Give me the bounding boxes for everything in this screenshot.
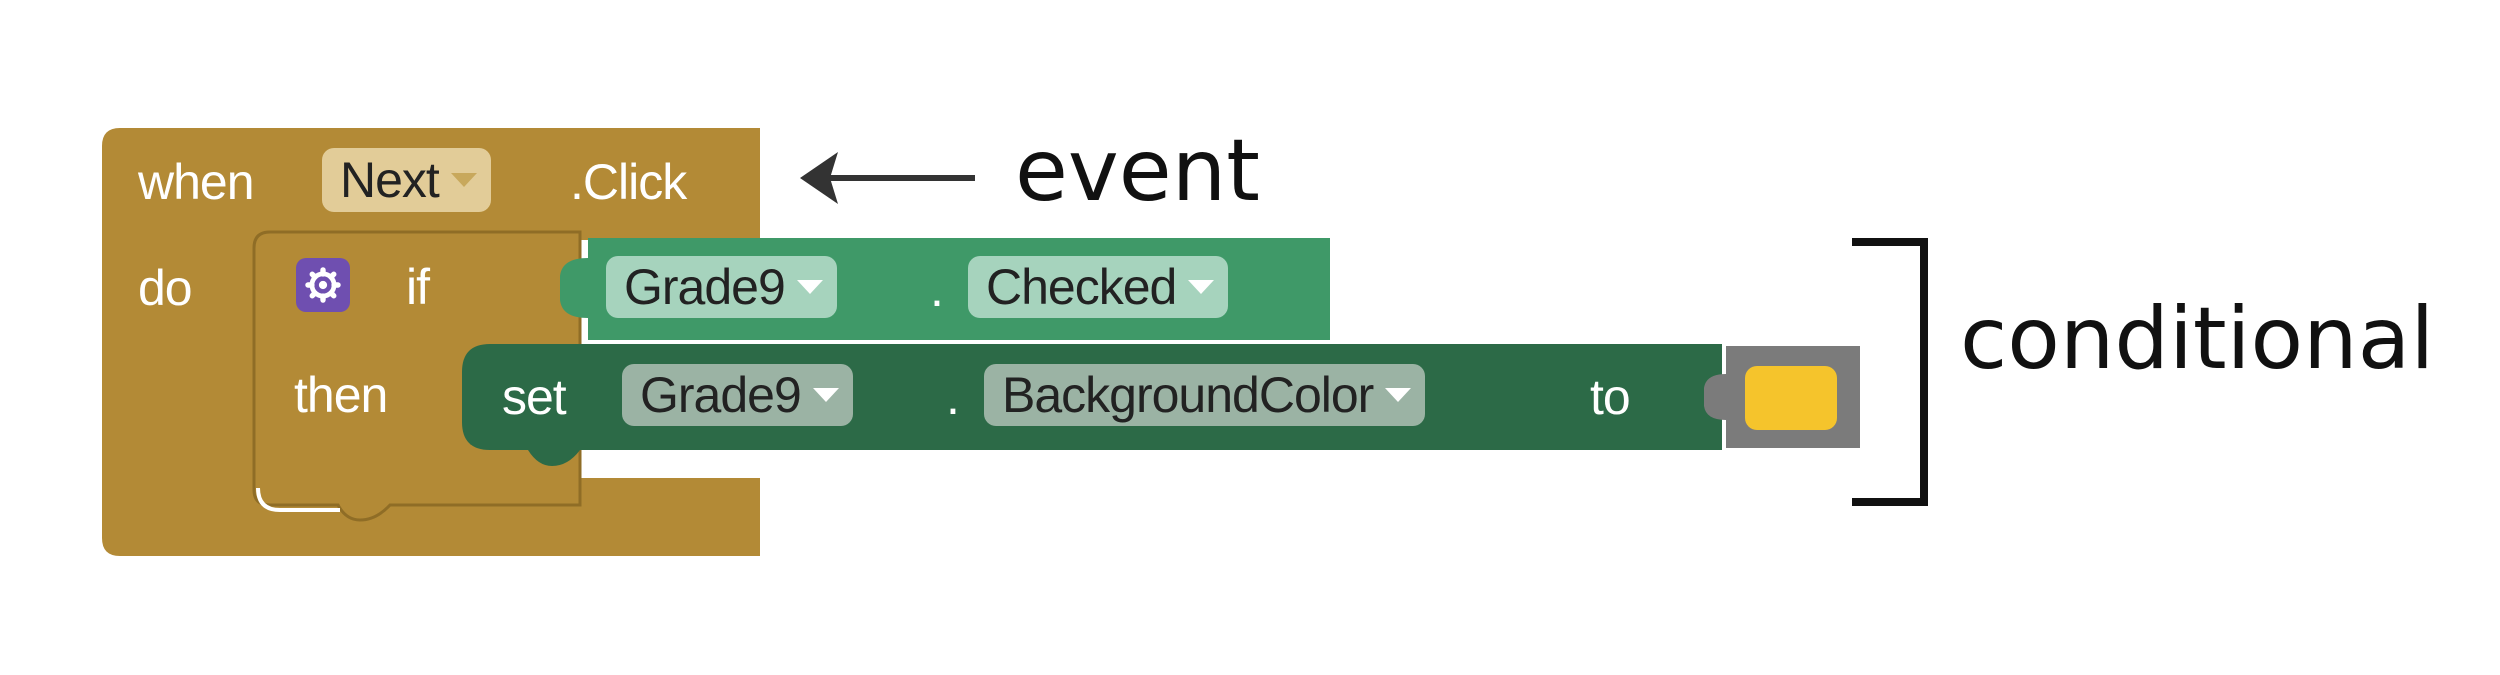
getter-dot: . <box>930 261 944 317</box>
chevron-down-icon <box>812 388 839 402</box>
setter-component-label: Grade9 <box>640 367 802 423</box>
gear-icon-glyph <box>305 267 341 303</box>
chevron-down-icon <box>1385 388 1412 402</box>
component-dropdown-next[interactable]: Next <box>322 148 491 212</box>
to-label: to <box>1590 369 1631 425</box>
getter-property-dropdown[interactable]: Checked <box>968 256 1229 318</box>
setter-property-label: BackgroundColor <box>1002 367 1374 423</box>
setter-property-dropdown[interactable]: BackgroundColor <box>984 364 1426 426</box>
component-dropdown-label: Next <box>340 152 440 208</box>
gear-icon[interactable] <box>296 258 350 312</box>
conditional-bracket <box>1852 238 1928 506</box>
color-swatch[interactable] <box>1745 366 1837 430</box>
getter-component-label: Grade9 <box>624 259 786 315</box>
do-label: do <box>138 260 193 316</box>
event-arrow-head <box>800 152 838 204</box>
setter-dot: . <box>946 369 960 425</box>
chevron-down-icon <box>450 173 477 187</box>
if-label: if <box>406 259 430 315</box>
getter-property-label: Checked <box>986 259 1177 315</box>
event-suffix-label: .Click <box>570 154 687 210</box>
if-block-highlight <box>256 487 340 512</box>
setter-component-dropdown[interactable]: Grade9 <box>622 364 853 426</box>
chevron-down-icon <box>1188 280 1215 294</box>
getter-component-dropdown[interactable]: Grade9 <box>606 256 837 318</box>
then-label: then <box>294 367 388 423</box>
chevron-down-icon <box>796 280 823 294</box>
when-label: when <box>138 154 255 210</box>
set-label: set <box>502 369 567 425</box>
conditional-annotation: conditional <box>1960 289 2435 389</box>
event-annotation: event <box>1015 121 1260 221</box>
